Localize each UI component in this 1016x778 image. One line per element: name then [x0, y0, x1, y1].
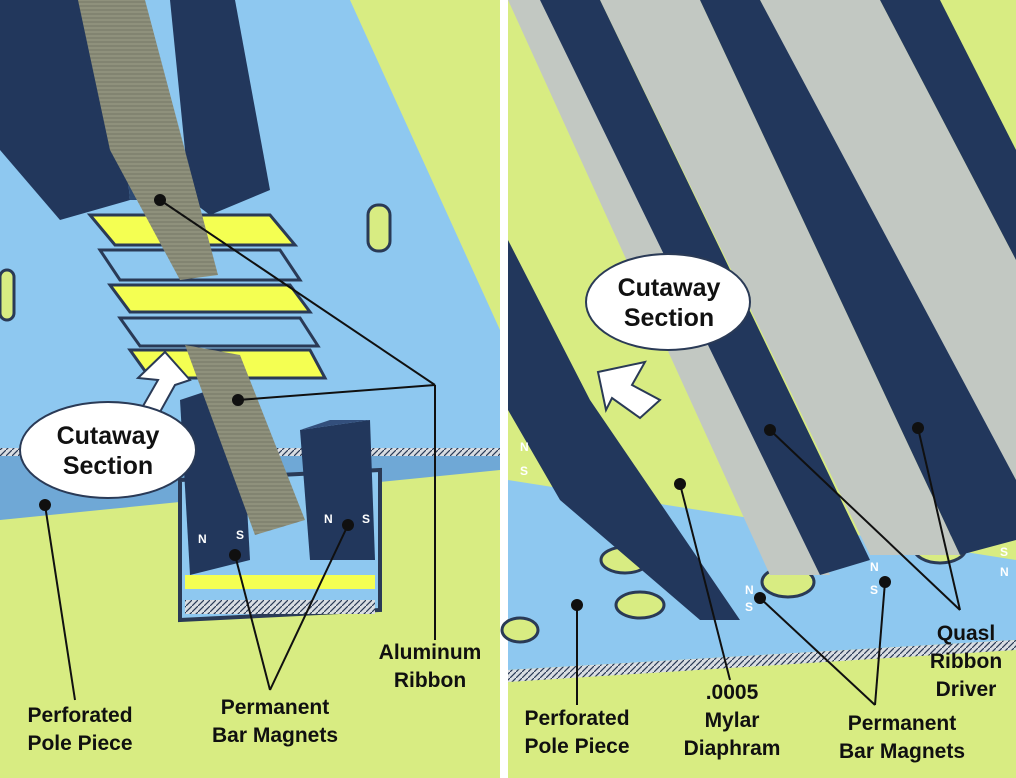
right-magnets-label: Permanent Bar Magnets: [822, 710, 982, 766]
left-cutaway-line-2: Section: [62, 452, 154, 480]
left-magnets-line-1: Permanent: [220, 696, 330, 719]
right-pole-piece-label: Perforated Pole Piece: [502, 705, 652, 761]
right-cutaway-line-1: Cutaway: [617, 274, 721, 302]
left-magnet-pole-1: N: [198, 532, 207, 546]
right-panel: [500, 0, 1016, 778]
left-leader-lines: [44, 199, 436, 701]
left-panel: [0, 0, 504, 778]
right-diaphragm-line-3: Diaphram: [683, 737, 781, 760]
left-magnet-pole-3: N: [324, 512, 333, 526]
right-cutaway-label: Cutaway Section: [603, 273, 735, 333]
right-magnet-pole-4: S: [745, 600, 754, 614]
right-strips: [508, 0, 1016, 620]
left-ribbon-line-1: Aluminum: [378, 641, 482, 664]
right-driver-label: Quasl Ribbon Driver: [920, 620, 1012, 704]
left-cutaway-label: Cutaway Section: [42, 421, 174, 481]
right-driver-line-1: Quasl: [936, 622, 996, 645]
right-magnet-pole-7: S: [1000, 545, 1009, 559]
right-pole-piece-line-2: Pole Piece: [524, 735, 630, 758]
left-top-magnet-b: [170, 0, 270, 215]
right-magnet-pole-1: N: [520, 440, 529, 454]
left-pole-piece-line-1: Perforated: [27, 704, 133, 727]
left-bottom-ribbon: [185, 345, 305, 535]
right-diaphragm-line-2: Mylar: [704, 709, 760, 732]
left-magnet-pole-2: S: [236, 528, 245, 542]
left-ribbon-line-2: Ribbon: [393, 669, 467, 692]
left-magnet-pole-4: S: [362, 512, 371, 526]
left-pole-piece-label: Perforated Pole Piece: [5, 702, 155, 758]
right-leader-lines: [576, 427, 961, 706]
right-magnet-pole-3: N: [745, 583, 754, 597]
left-ribbon-label: Aluminum Ribbon: [360, 639, 500, 695]
right-pole-piece-line-1: Perforated: [524, 707, 630, 730]
right-diaphragm-label: .0005 Mylar Diaphram: [672, 679, 792, 763]
left-magnets-label: Permanent Bar Magnets: [195, 694, 355, 750]
right-driver-line-3: Driver: [935, 678, 997, 701]
left-cutaway-line-1: Cutaway: [56, 422, 160, 450]
left-cutaway-bubble-shape: [19, 401, 197, 499]
right-magnet-pole-5: N: [870, 560, 879, 574]
right-magnet-pole-2: S: [520, 464, 529, 478]
left-top-ribbon: [78, 0, 218, 280]
left-pole-piece-line-2: Pole Piece: [27, 732, 133, 755]
left-magnets-line-2: Bar Magnets: [211, 724, 339, 747]
right-magnets-line-2: Bar Magnets: [838, 740, 966, 763]
right-diaphragm-line-1: .0005: [705, 681, 759, 704]
right-cutaway-bubble-shape: [585, 253, 751, 351]
right-magnet-pole-6: S: [870, 583, 879, 597]
right-cutaway-line-2: Section: [623, 304, 715, 332]
right-driver-line-2: Ribbon: [929, 650, 1003, 673]
left-magnet-2: [300, 420, 375, 560]
right-cutaway-arrow: [596, 360, 662, 420]
right-magnet-pole-8: N: [1000, 565, 1009, 579]
right-magnets-line-1: Permanent: [847, 712, 957, 735]
